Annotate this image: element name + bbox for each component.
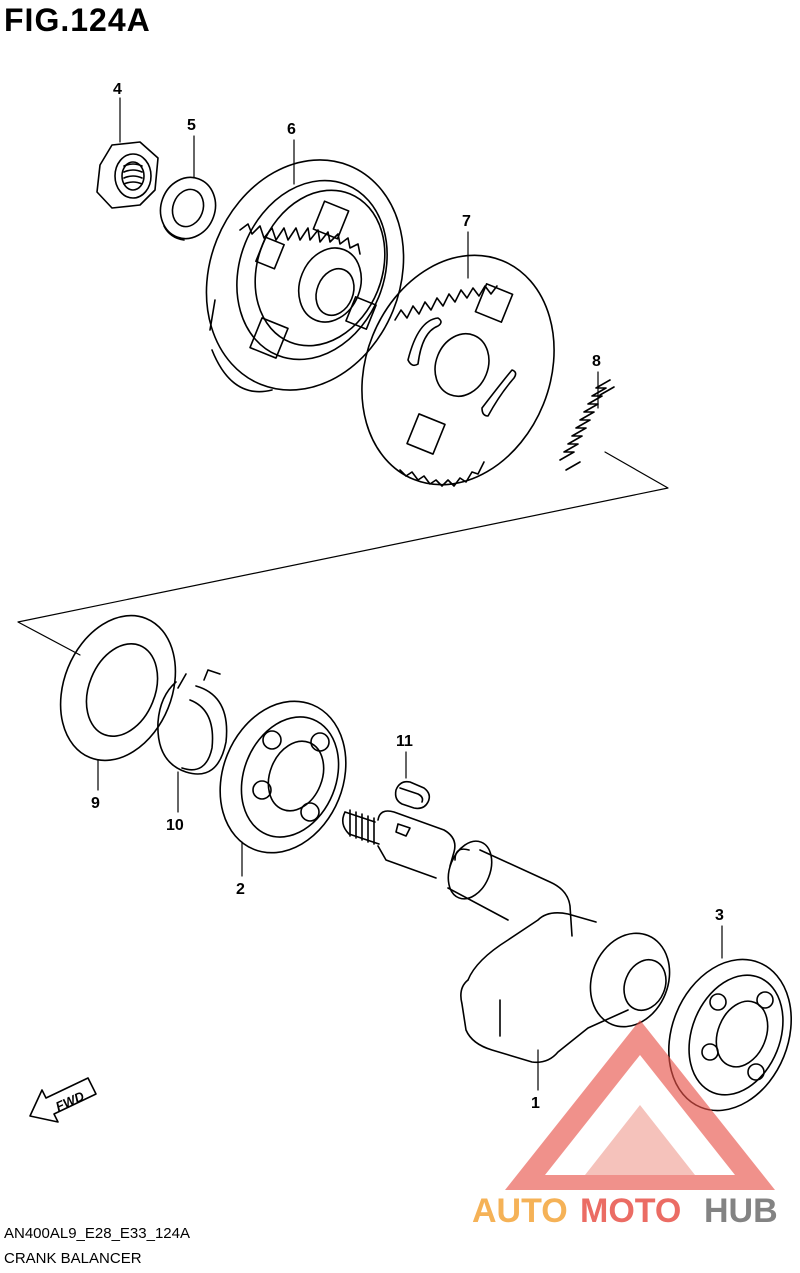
- watermark-text-hub: HUB: [704, 1192, 778, 1230]
- callout-8: 8: [592, 353, 601, 370]
- watermark-logo: AUTO MOTO HUB: [472, 1020, 778, 1230]
- watermark-text-moto: MOTO: [580, 1192, 681, 1230]
- callout-7: 7: [462, 213, 471, 230]
- part-10-circlip: [157, 669, 228, 775]
- part-4-nut: [96, 141, 159, 209]
- part-5-washer: [159, 176, 217, 241]
- fwd-arrow-icon: FWD: [29, 1077, 97, 1123]
- part-11-key: [394, 780, 431, 810]
- part-9-washer: [59, 614, 177, 762]
- callout-11: 11: [396, 733, 413, 750]
- part-7-gear: [361, 254, 555, 487]
- callout-10: 10: [166, 817, 184, 834]
- reference-code: AN400AL9_E28_E33_124A: [4, 1225, 190, 1242]
- figure-caption: CRANK BALANCER: [4, 1250, 142, 1267]
- assembly-guide-lines: [17, 451, 669, 656]
- part-1-balancer-shaft: [341, 809, 671, 1064]
- callout-5: 5: [187, 117, 196, 134]
- callout-4: 4: [113, 81, 122, 98]
- leader-lines: [97, 97, 723, 1091]
- callout-1: 1: [531, 1095, 540, 1112]
- figure-title: FIG.124A: [4, 2, 151, 38]
- callout-9: 9: [91, 795, 100, 812]
- part-8-spring: [559, 379, 615, 471]
- part-2-bearing: [219, 700, 347, 854]
- callout-6: 6: [287, 121, 296, 138]
- callout-2: 2: [236, 881, 245, 898]
- watermark-text-auto: AUTO: [472, 1192, 568, 1230]
- part-6-gear: [205, 159, 405, 393]
- callout-3: 3: [715, 907, 724, 924]
